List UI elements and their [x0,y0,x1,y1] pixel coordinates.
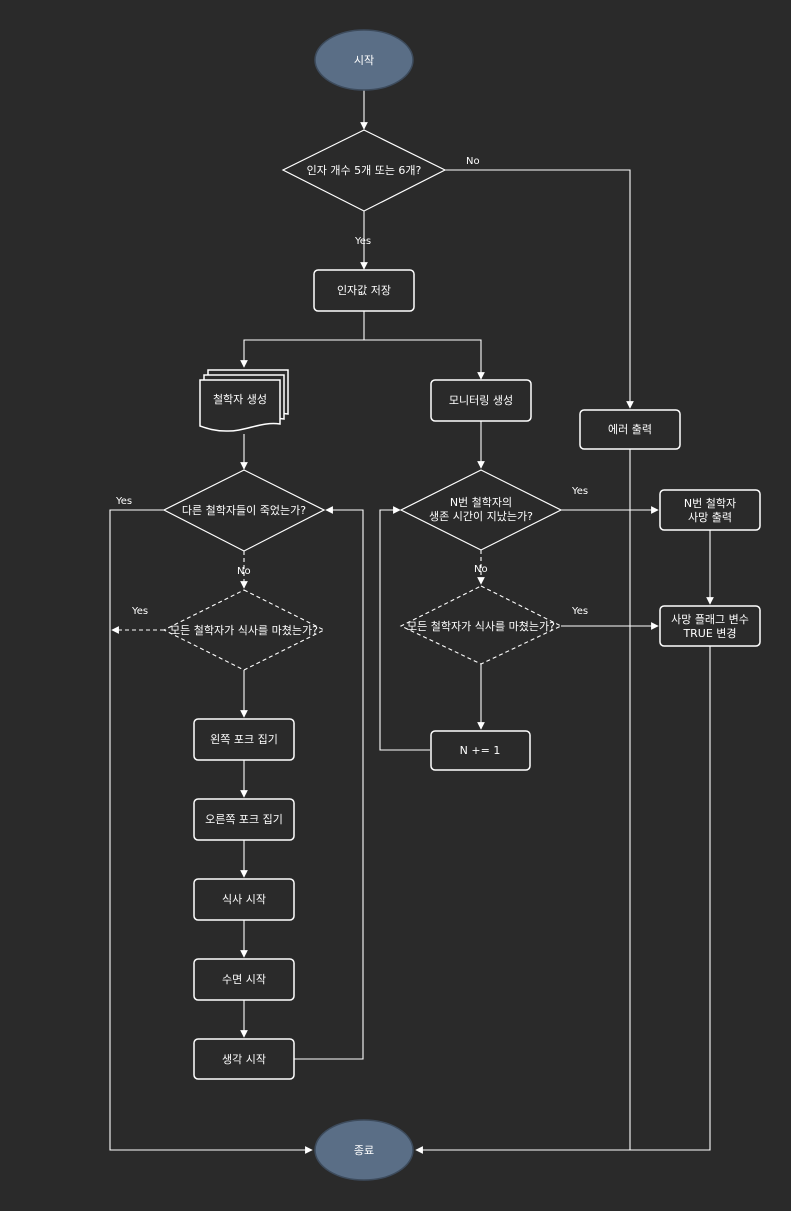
decision-shape [281,129,447,212]
edge-label-args-no: No [466,156,480,167]
node-other-dead-check-label: 다른 철학자들이 죽었는가? [182,504,306,517]
process-shape [313,269,415,312]
process-shape [193,718,295,761]
node-pick-right-fork-label: 오른쪽 포크 집기 [205,813,283,826]
edge-dead-yes-to-end [109,509,313,1154]
edge-label-all-ate-right-yes: Yes [571,606,588,617]
process-shape [193,958,295,1001]
node-other-dead-check: 다른 철학자들이 죽었는가? [162,469,326,552]
edge-labels: No Yes Yes No Yes Yes No Yes [115,156,588,617]
edge-args-no-to-error [445,169,634,409]
edge-label-time-yes: Yes [571,486,588,497]
terminal-shape [314,1119,414,1181]
node-end: 종료 [314,1119,414,1181]
node-increment-n-label: N += 1 [460,744,501,757]
node-print-death-label-line1: N번 철학자 [684,497,736,510]
node-set-death-flag-label-line2: TRUE 변경 [682,627,736,640]
node-time-check-label-line1: N번 철학자의 [450,496,512,509]
node-start-thinking: 생각 시작 [193,1038,295,1080]
edge-label-args-yes: Yes [354,236,371,247]
edge-label-dead-no: No [237,566,251,577]
node-create-philosophers-label: 철학자 생성 [213,393,267,406]
process-shape [579,409,681,450]
edges [109,90,714,1154]
node-set-death-flag: 사망 플래그 변수 TRUE 변경 [659,605,761,647]
edge-thinking-loop-to-dead-check [294,506,364,1060]
process-shape [659,605,761,647]
node-start-sleeping-label: 수면 시작 [222,973,266,986]
node-set-death-flag-label-line1: 사망 플래그 변수 [671,613,749,626]
node-args-check: 인자 개수 5개 또는 6개? [281,129,447,212]
node-create-monitoring-label: 모니터링 생성 [449,394,513,407]
node-increment-n: N += 1 [430,730,531,771]
node-create-philosophers: 철학자 생성 [199,369,289,432]
node-pick-right-fork: 오른쪽 포크 집기 [193,798,295,841]
node-time-check-label-line2: 생존 시간이 지났는가? [429,510,533,523]
node-start-label: 시작 [354,54,374,67]
node-end-label: 종료 [354,1144,374,1157]
terminal-shape [314,29,414,91]
process-shape [659,489,761,531]
node-all-ate-left: 모든 철학자가 식사를 마쳤는가? [162,589,326,671]
process-shape [193,1038,295,1080]
node-start-eating-label: 식사 시작 [222,893,266,906]
node-time-check: N번 철학자의 생존 시간이 지났는가? [399,469,563,551]
decision-shape [399,469,563,551]
process-shape [430,379,532,422]
decision-shape [162,469,326,552]
decision-shape-dashed [399,585,563,665]
node-all-ate-right-label: 모든 철학자가 식사를 마쳤는가? [407,620,555,633]
edge-label-time-no: No [474,564,488,575]
node-print-death: N번 철학자 사망 출력 [659,489,761,531]
edge-label-all-ate-left-yes: Yes [131,606,148,617]
node-start-sleeping: 수면 시작 [193,958,295,1001]
node-all-ate-right: 모든 철학자가 식사를 마쳤는가? [399,585,563,665]
node-print-error-label: 에러 출력 [608,423,652,436]
process-shape [193,798,295,841]
edge-save-to-philosophers [240,311,365,368]
edge-save-to-monitoring [364,339,485,380]
node-pick-left-fork: 왼쪽 포크 집기 [193,718,295,761]
edge-increment-loop-to-time-check [379,506,430,751]
edge-error-to-end [415,449,631,1154]
edge-label-dead-yes: Yes [115,496,132,507]
multi-document-front-shape [199,379,281,432]
node-pick-left-fork-label: 왼쪽 포크 집기 [210,732,278,746]
node-save-args-label: 인자값 저장 [337,284,391,297]
decision-shape-dashed [162,589,326,671]
node-start-thinking-label: 생각 시작 [222,1053,266,1066]
process-shape [430,730,531,771]
edge-flag-to-end [630,646,711,1151]
node-args-check-label: 인자 개수 5개 또는 6개? [307,164,422,177]
node-all-ate-left-label: 모든 철학자가 식사를 마쳤는가? [170,624,318,637]
node-create-monitoring: 모니터링 생성 [430,379,532,422]
node-save-args: 인자값 저장 [313,269,415,312]
node-start: 시작 [314,29,414,91]
process-shape [193,878,295,921]
node-print-death-label-line2: 사망 출력 [688,511,732,524]
node-print-error: 에러 출력 [579,409,681,450]
node-start-eating: 식사 시작 [193,878,295,921]
